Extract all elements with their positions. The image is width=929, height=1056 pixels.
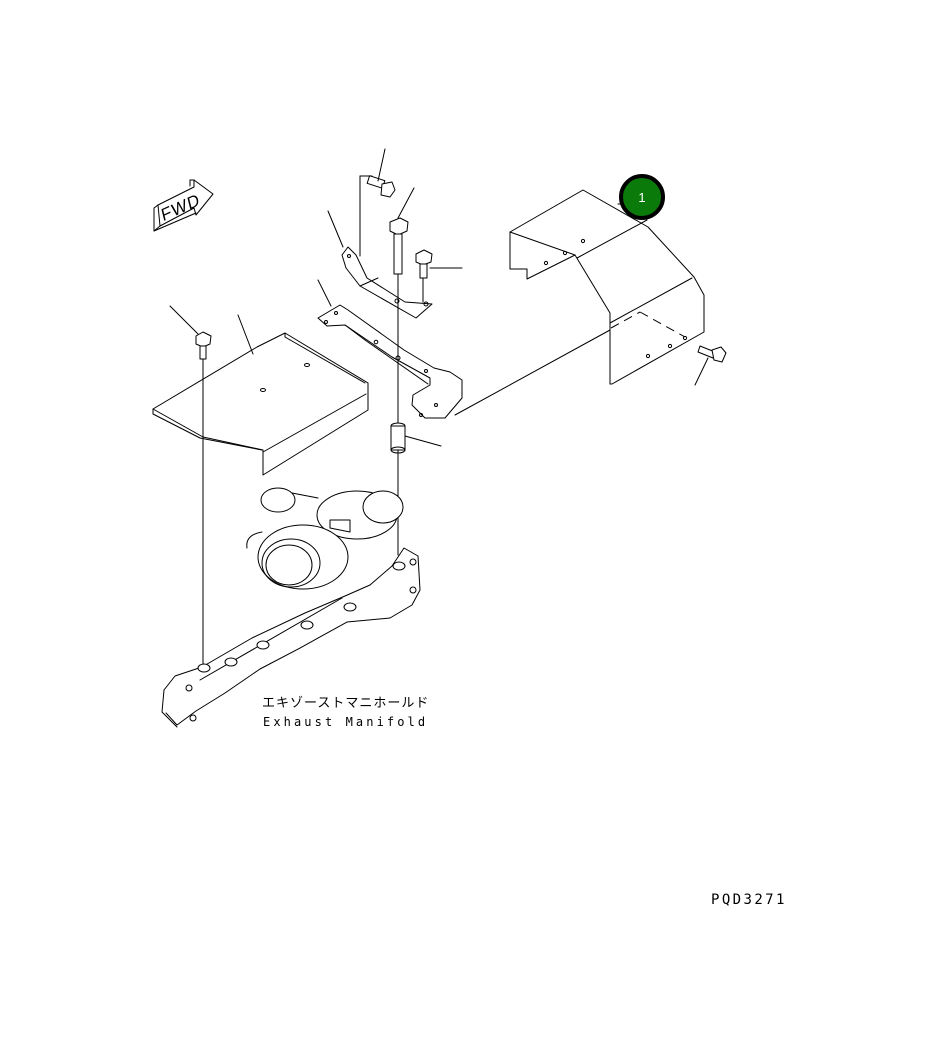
exhaust-manifold <box>161 547 421 728</box>
fwd-arrow-icon <box>153 179 214 232</box>
callout-1[interactable]: 1 <box>619 174 665 220</box>
bolt-short <box>415 249 463 303</box>
bolt-left <box>169 305 212 673</box>
component-label-jp: エキゾーストマニホールド <box>262 696 430 711</box>
turbocharger <box>246 487 404 590</box>
heat-shield-cover <box>454 189 705 416</box>
bolt-top <box>366 148 396 198</box>
bolt-right <box>694 345 727 386</box>
upper-bracket <box>327 175 433 319</box>
component-label-en: Exhaust Manifold <box>263 715 429 729</box>
drawing-code: PQD3271 <box>711 892 787 908</box>
callout-number: 1 <box>638 189 646 205</box>
left-heat-plate <box>152 314 369 476</box>
lower-bracket <box>317 279 463 419</box>
spacer-collar <box>390 422 442 454</box>
